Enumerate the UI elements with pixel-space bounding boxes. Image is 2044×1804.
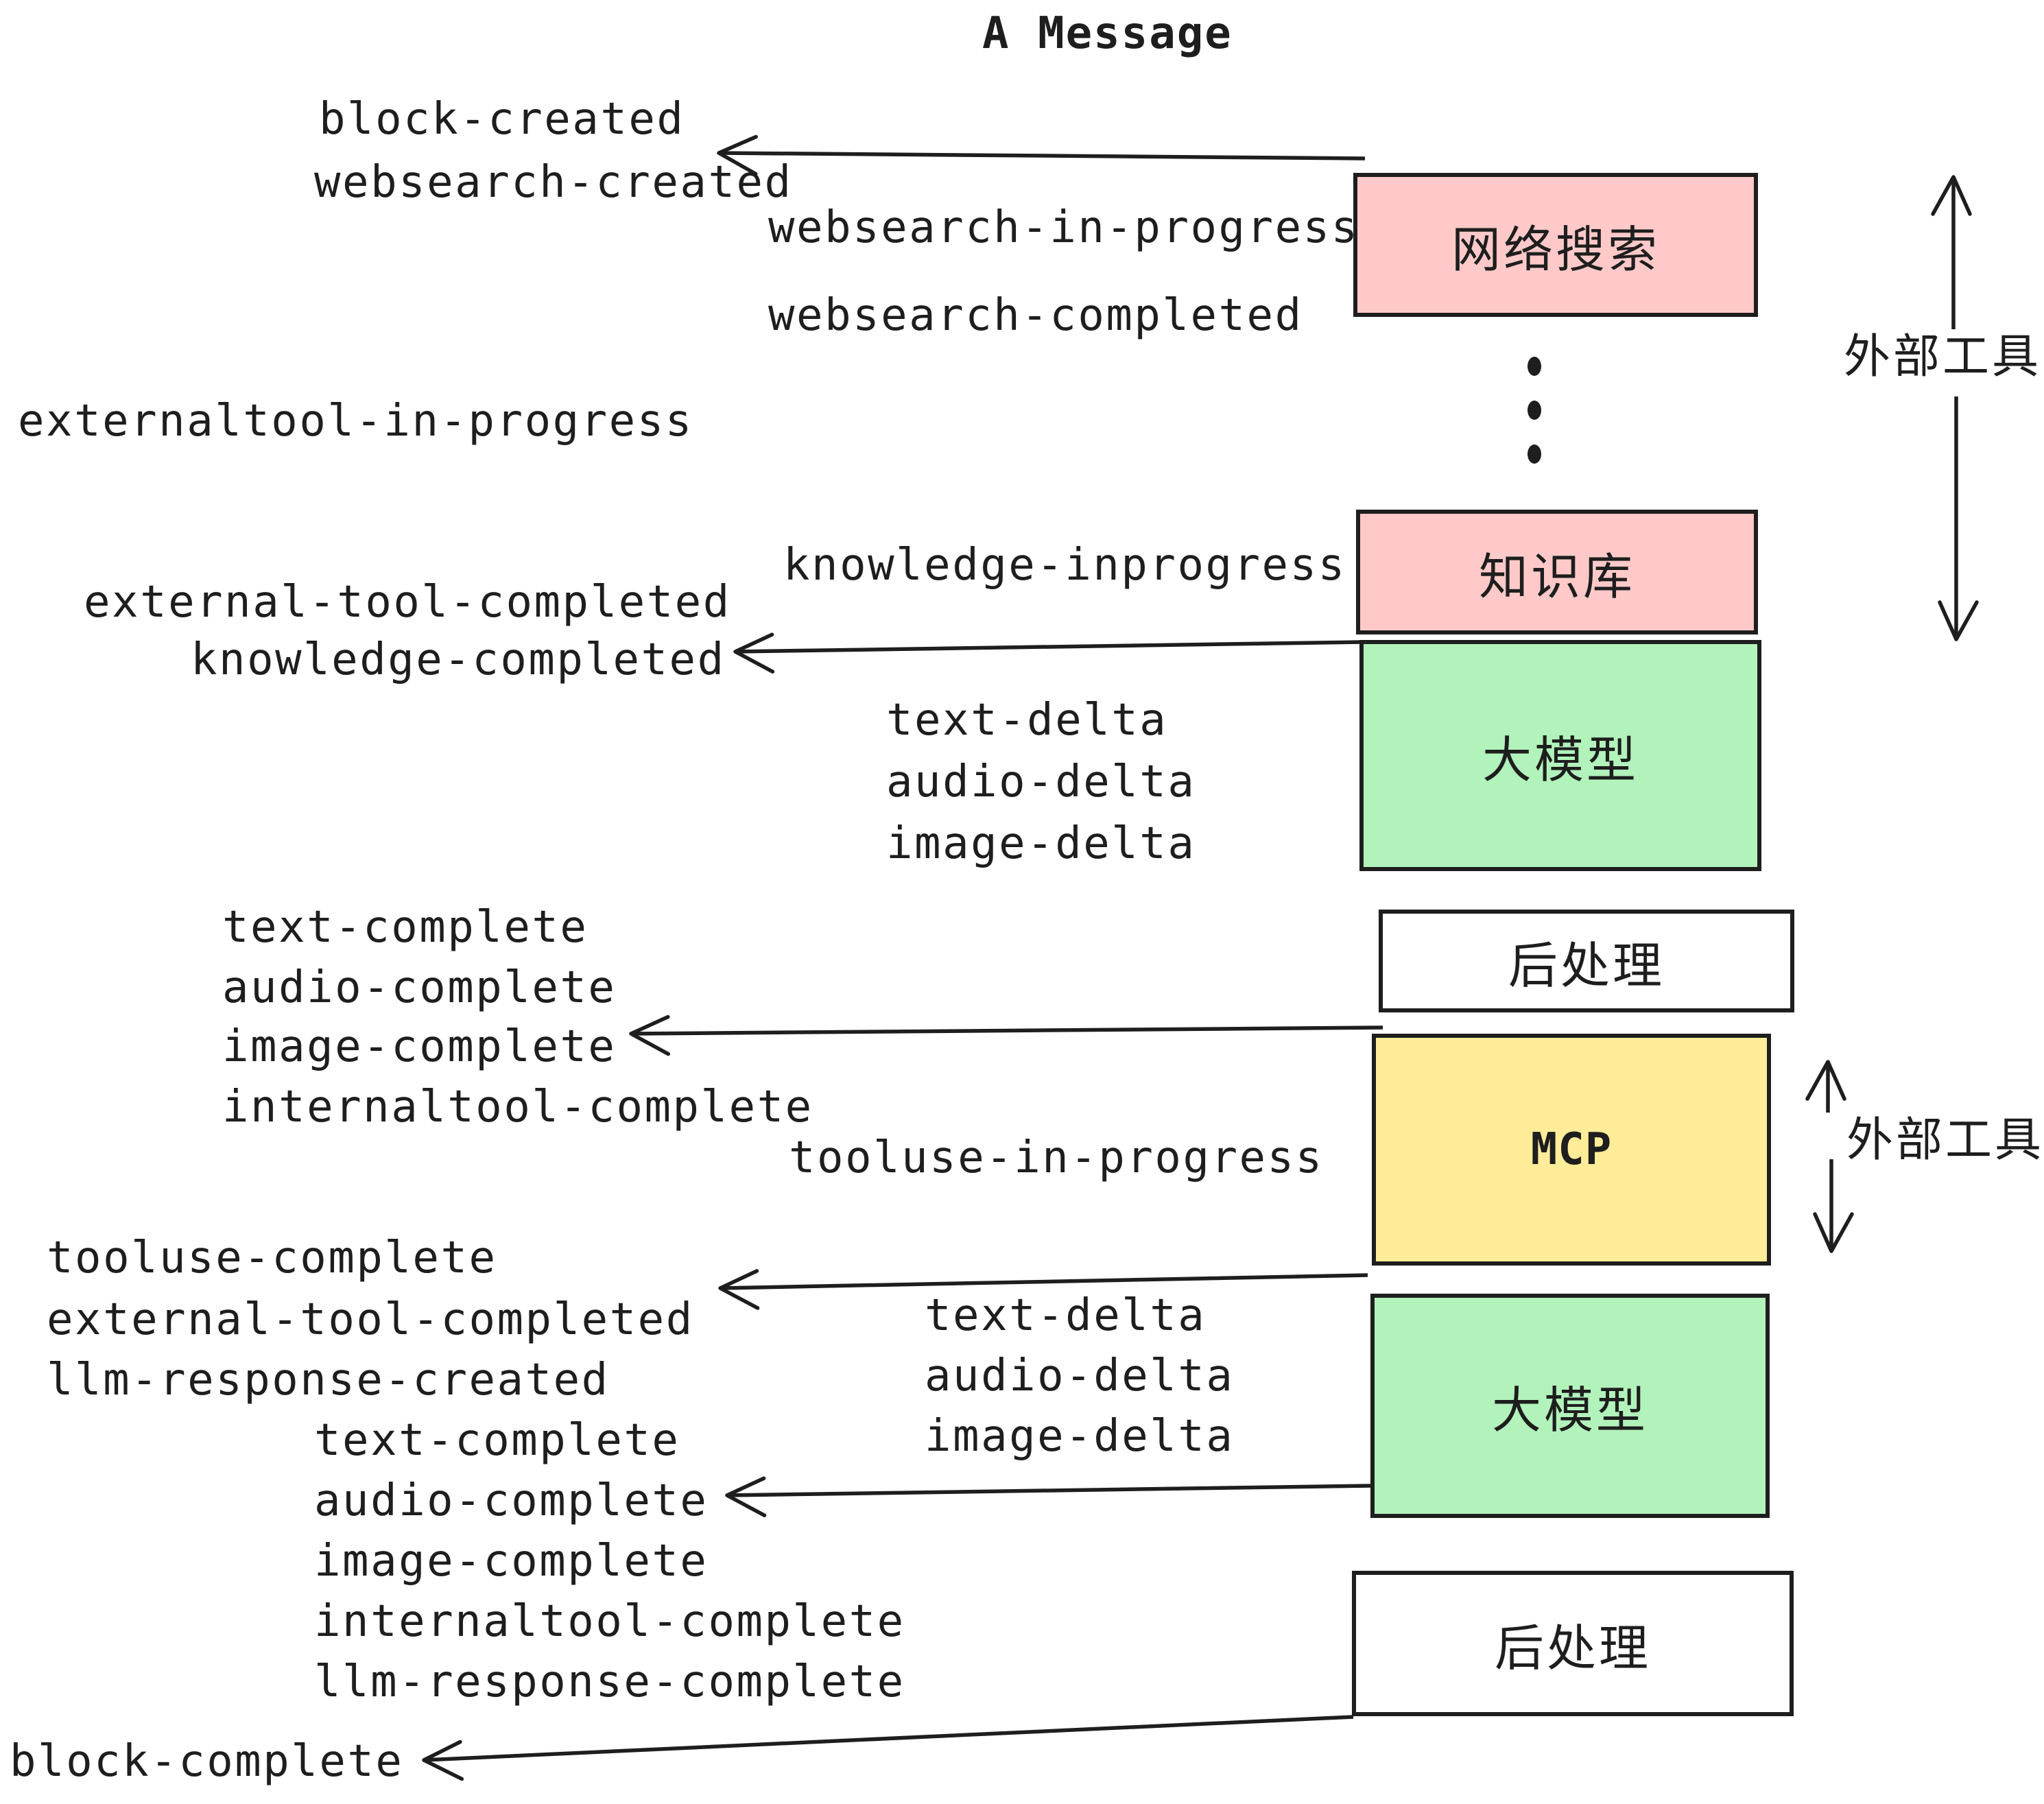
arrow-tooluse-complete-icon [718, 1269, 1368, 1310]
event-audio-complete-2: audio-complete [314, 1475, 709, 1526]
event-image-complete-2: image-complete [314, 1536, 709, 1587]
ellipsis-dot-icon [1528, 401, 1541, 420]
box-websearch-label: 网络搜索 [1451, 222, 1660, 278]
event-externaltool-in-progress: externaltool-in-progress [18, 396, 693, 447]
box-llm-1: 大模型 [1359, 640, 1761, 871]
arrow-audio-complete-icon [725, 1476, 1371, 1517]
event-text-complete-2: text-complete [314, 1415, 680, 1466]
arrow-image-complete-icon [629, 1014, 1383, 1056]
event-external-tool-completed-2: external-tool-completed [47, 1294, 694, 1345]
event-image-delta-1: image-delta [886, 818, 1196, 869]
event-text-complete-1: text-complete [222, 902, 589, 953]
event-image-delta-2: image-delta [925, 1411, 1235, 1462]
event-internaltool-complete-1: internaltool-complete [222, 1082, 813, 1132]
event-tooluse-complete: tooluse-complete [47, 1233, 497, 1283]
external-tool-label-upper: 外部工具 [1844, 331, 2042, 383]
box-knowledge: 知识库 [1356, 510, 1758, 634]
box-llm-2: 大模型 [1370, 1294, 1770, 1518]
event-text-delta-2: text-delta [925, 1290, 1207, 1341]
box-postprocess-2-label: 后处理 [1494, 1621, 1651, 1676]
event-block-created: block-created [319, 94, 685, 145]
event-knowledge-inprogress: knowledge-inprogress [783, 540, 1346, 591]
diagram-title: A Message [982, 8, 1233, 59]
event-audio-complete-1: audio-complete [222, 962, 617, 1013]
external-tool-label-lower: 外部工具 [1846, 1114, 2044, 1166]
arrow-knowledge-completed-icon [733, 632, 1363, 674]
event-websearch-created: websearch-created [314, 157, 793, 208]
ellipsis-dot-icon [1528, 357, 1541, 376]
box-llm-1-label: 大模型 [1482, 733, 1639, 788]
arrow-websearch-created-icon [717, 134, 1366, 176]
event-llm-response-complete: llm-response-complete [314, 1657, 905, 1707]
event-internaltool-complete-2: internaltool-complete [314, 1596, 905, 1647]
ellipsis-dot-icon [1528, 444, 1541, 464]
box-postprocess-1-label: 后处理 [1508, 938, 1665, 994]
event-block-complete: block-complete [10, 1736, 404, 1787]
event-text-delta-1: text-delta [886, 695, 1168, 746]
event-audio-delta-1: audio-delta [886, 757, 1196, 807]
event-audio-delta-2: audio-delta [925, 1351, 1235, 1401]
box-knowledge-label: 知识库 [1478, 549, 1635, 605]
box-websearch: 网络搜索 [1353, 173, 1758, 317]
box-postprocess-1: 后处理 [1379, 910, 1794, 1012]
box-postprocess-2: 后处理 [1352, 1571, 1794, 1716]
box-mcp: MCP [1372, 1034, 1771, 1266]
event-image-complete-1: image-complete [222, 1021, 617, 1072]
event-llm-response-created: llm-response-created [47, 1355, 610, 1405]
arrow-block-complete-icon [422, 1715, 1354, 1781]
box-llm-2-label: 大模型 [1491, 1384, 1648, 1438]
event-websearch-in-progress: websearch-in-progress [768, 202, 1359, 253]
event-websearch-completed: websearch-completed [768, 290, 1303, 341]
event-tooluse-in-progress: tooluse-in-progress [789, 1132, 1324, 1183]
event-external-tool-completed-1: external-tool-completed [84, 577, 731, 628]
event-knowledge-completed: knowledge-completed [191, 634, 726, 685]
box-mcp-label: MCP [1530, 1124, 1613, 1175]
